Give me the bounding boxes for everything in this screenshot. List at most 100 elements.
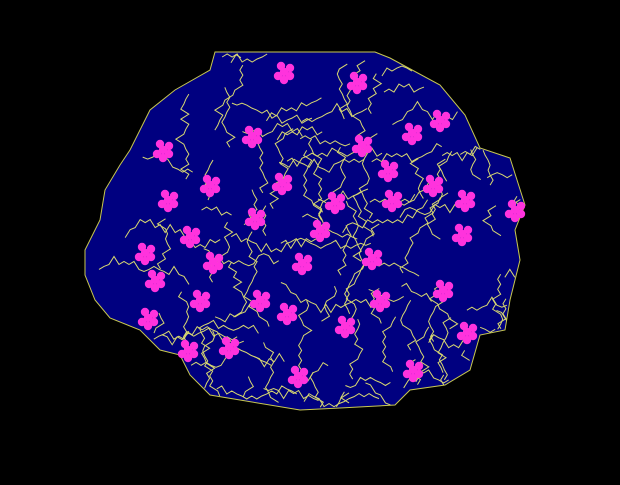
territory-marker[interactable]	[179, 225, 201, 249]
marker-cell	[191, 227, 201, 237]
marker-cell	[321, 221, 331, 231]
territory-marker[interactable]	[402, 359, 424, 383]
marker-cell	[202, 261, 212, 271]
marker-cell	[201, 299, 211, 309]
territory-marker[interactable]	[324, 191, 346, 215]
territory-marker[interactable]	[422, 174, 444, 198]
marker-cell	[363, 144, 373, 154]
marker-cell	[253, 135, 263, 145]
territory-marker[interactable]	[273, 61, 295, 85]
marker-cell	[389, 161, 399, 171]
marker-cell	[283, 182, 293, 192]
territory-marker[interactable]	[346, 71, 368, 95]
territory-marker[interactable]	[287, 365, 309, 389]
territory-marker[interactable]	[361, 247, 383, 271]
country-border	[345, 376, 391, 389]
marker-cell	[199, 184, 209, 194]
marker-cell	[435, 279, 445, 289]
country-border	[437, 317, 452, 373]
marker-cell	[358, 73, 368, 83]
marker-cell	[381, 291, 391, 301]
territory-marker[interactable]	[177, 339, 199, 363]
country-border	[308, 138, 328, 230]
territory-marker[interactable]	[291, 252, 313, 276]
country-border	[365, 382, 391, 406]
territory-marker[interactable]	[134, 242, 156, 266]
country-border	[371, 143, 442, 163]
territory-marker[interactable]	[249, 289, 271, 313]
territory-marker[interactable]	[152, 139, 174, 163]
territory-marker[interactable]	[451, 223, 473, 247]
territory-marker[interactable]	[271, 172, 293, 196]
territory-marker[interactable]	[157, 189, 179, 213]
marker-cell	[334, 325, 344, 335]
marker-cell	[466, 199, 476, 209]
territory-marker[interactable]	[504, 199, 526, 223]
territory-marker[interactable]	[381, 189, 403, 213]
marker-cell	[244, 125, 254, 135]
marker-cell	[384, 189, 394, 199]
country-border	[428, 334, 448, 381]
country-border	[482, 205, 502, 237]
territory-marker[interactable]	[137, 307, 159, 331]
country-border	[337, 225, 352, 276]
territory-marker[interactable]	[432, 279, 454, 303]
marker-cell	[466, 191, 476, 201]
marker-cell	[256, 209, 266, 219]
country-border	[221, 87, 236, 148]
territory-marker[interactable]	[377, 159, 399, 183]
marker-cell	[468, 331, 478, 341]
marker-cell	[287, 375, 297, 385]
country-border	[381, 65, 413, 77]
country-border	[198, 319, 259, 334]
marker-cell	[140, 307, 150, 317]
territory-marker[interactable]	[218, 336, 240, 360]
territory-marker[interactable]	[456, 321, 478, 345]
territory-marker[interactable]	[401, 122, 423, 146]
marker-cell	[516, 209, 526, 219]
territory-marker[interactable]	[276, 302, 298, 326]
marker-cell	[299, 367, 309, 377]
territory-marker[interactable]	[144, 269, 166, 293]
territory-marker[interactable]	[309, 219, 331, 243]
marker-cell	[202, 174, 212, 184]
territory-marker[interactable]	[454, 189, 476, 213]
territory-marker[interactable]	[189, 289, 211, 313]
territory-marker[interactable]	[241, 125, 263, 149]
country-border	[174, 93, 190, 180]
marker-cell	[293, 379, 303, 389]
country-border	[266, 97, 322, 122]
country-border	[231, 102, 313, 124]
territory-marker[interactable]	[199, 174, 221, 198]
marker-cell	[297, 266, 307, 276]
marker-cell	[463, 233, 473, 243]
marker-cell	[303, 254, 313, 264]
territory-marker[interactable]	[369, 289, 391, 313]
marker-cell	[137, 242, 147, 252]
marker-cell	[377, 169, 387, 179]
marker-cell	[383, 173, 393, 183]
marker-cell	[414, 361, 424, 371]
marker-cell	[156, 279, 166, 289]
marker-cell	[218, 346, 228, 356]
marker-cell	[241, 135, 251, 145]
marker-cell	[309, 229, 319, 239]
country-border	[399, 202, 461, 218]
marker-cell	[189, 349, 199, 359]
marker-cell	[249, 299, 259, 309]
marker-cell	[346, 81, 356, 91]
territory-marker[interactable]	[244, 207, 266, 231]
country-border	[243, 231, 270, 327]
country-border	[242, 376, 255, 397]
territory-marker[interactable]	[202, 251, 224, 275]
marker-cell	[189, 299, 199, 309]
territory-marker[interactable]	[334, 315, 356, 339]
territory-marker[interactable]	[429, 109, 451, 133]
country-border	[479, 326, 496, 333]
marker-cell	[208, 265, 218, 275]
territory-marker[interactable]	[351, 134, 373, 158]
marker-cell	[346, 317, 356, 327]
marker-cell	[367, 261, 377, 271]
marker-cell	[425, 174, 435, 184]
